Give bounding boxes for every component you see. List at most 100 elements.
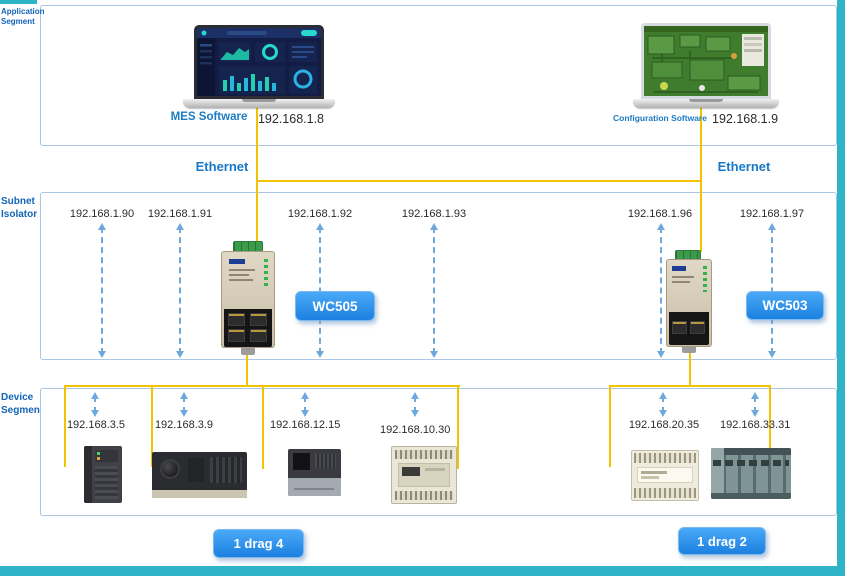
terminal-row-top xyxy=(395,450,453,459)
plc-terminal-unit-image xyxy=(631,450,699,501)
config-laptop-base xyxy=(633,99,779,108)
ethernet-trunk-line xyxy=(256,180,702,182)
device-text-line xyxy=(229,274,249,276)
device-ip-label-4: 192.168.10.30 xyxy=(380,424,451,436)
ethernet-port xyxy=(690,321,705,334)
device-ip-label-1: 192.168.3.5 xyxy=(66,419,126,431)
plc-rack-modules-image xyxy=(711,448,791,499)
mes-laptop-image xyxy=(183,25,335,111)
arrowhead-up-icon xyxy=(98,223,106,230)
plc-vents xyxy=(315,454,336,468)
subnet-link-3 xyxy=(316,223,324,358)
device-ip-label-3: 192.168.12.15 xyxy=(270,419,341,431)
mes-laptop-base xyxy=(183,99,335,108)
arrowhead-down-icon xyxy=(430,351,438,358)
config-to-wc503-line xyxy=(700,106,702,252)
wc503-drop-2 xyxy=(769,387,771,467)
dashed-line xyxy=(304,396,306,413)
arrowhead-down-icon xyxy=(411,410,419,417)
device-ip-label-6: 192.168.33.31 xyxy=(720,419,791,431)
arrowhead-down-icon xyxy=(659,410,667,417)
wc503-device-image xyxy=(666,250,712,353)
plc-compact-module-image xyxy=(288,449,341,496)
wc505-drop-3 xyxy=(262,387,264,469)
ethernet-port xyxy=(672,321,687,334)
arrowhead-down-icon xyxy=(768,351,776,358)
device-logo xyxy=(672,266,686,271)
led-column xyxy=(703,266,707,292)
arrowhead-up-icon xyxy=(657,223,665,230)
page-edge-right xyxy=(837,0,845,576)
plc-top-band xyxy=(711,448,791,455)
plc-base-rail xyxy=(152,490,247,498)
subnet-ip-label-6: 192.168.1.97 xyxy=(739,208,805,220)
mes-software-label: MES Software xyxy=(170,111,248,123)
arrowhead-down-icon xyxy=(301,410,309,417)
wc503-drop-1 xyxy=(609,387,611,467)
subnet-ip-label-2: 192.168.1.91 xyxy=(147,208,213,220)
ethernet-label-left: Ethernet xyxy=(195,159,249,174)
config-ip-label: 192.168.1.9 xyxy=(712,112,779,126)
wc503-badge: WC503 xyxy=(746,291,824,320)
dashed-line xyxy=(771,227,773,354)
laptop-notch xyxy=(689,99,723,102)
plc-label-line xyxy=(641,476,659,479)
plc-slot-row xyxy=(713,460,789,466)
wc505-downlink-stub xyxy=(246,352,248,387)
port-panel xyxy=(669,312,709,345)
laptop-notch xyxy=(242,99,276,102)
arrowhead-up-icon xyxy=(316,223,324,230)
device-text-line xyxy=(672,276,694,278)
arrowhead-up-icon xyxy=(430,223,438,230)
dashed-line xyxy=(319,227,321,354)
arrowhead-up-icon xyxy=(301,392,309,399)
wc505-drop-2 xyxy=(151,387,153,467)
arrowhead-up-icon xyxy=(411,392,419,399)
config-laptop-screen xyxy=(641,23,771,99)
led-green xyxy=(97,452,100,455)
config-software-label: Configuration Software xyxy=(613,113,707,123)
subnet-ip-label-1: 192.168.1.90 xyxy=(69,208,135,220)
arrowhead-down-icon xyxy=(316,351,324,358)
arrowhead-up-icon xyxy=(176,223,184,230)
dashed-line xyxy=(414,396,416,413)
dashed-line xyxy=(94,396,96,413)
device-link-4 xyxy=(411,392,419,417)
subnet-link-5 xyxy=(657,223,665,358)
ethernet-label-right: Ethernet xyxy=(717,159,771,174)
arrowhead-down-icon xyxy=(751,410,759,417)
device-ip-label-5: 192.168.20.35 xyxy=(628,419,700,431)
plc-front-panel xyxy=(637,467,693,483)
device-link-2 xyxy=(180,392,188,417)
device-ip-label-2: 192.168.3.9 xyxy=(154,419,214,431)
ethernet-port xyxy=(250,329,267,342)
plc-ivory-unit-image xyxy=(391,446,457,504)
subnet-link-2 xyxy=(176,223,184,358)
plc-vents xyxy=(210,457,242,483)
arrowhead-down-icon xyxy=(180,410,188,417)
device-text-line xyxy=(229,269,255,271)
led-column xyxy=(264,259,268,287)
arrowhead-down-icon xyxy=(98,351,106,358)
mes-laptop-screen xyxy=(194,25,324,99)
one-drag-four-badge: 1 drag 4 xyxy=(213,529,304,558)
arrowhead-up-icon xyxy=(180,392,188,399)
device-link-1 xyxy=(91,392,99,417)
square-connector xyxy=(293,453,310,470)
subnet-link-4 xyxy=(430,223,438,358)
ethernet-port xyxy=(228,313,245,326)
device-text-line xyxy=(229,279,253,281)
device-logo xyxy=(229,259,245,264)
wc505-badge: WC505 xyxy=(295,291,375,321)
terminal-row-top xyxy=(634,453,696,463)
page-edge-bottom xyxy=(0,566,845,576)
mes-ip-label: 192.168.1.8 xyxy=(257,112,325,126)
plc-module-row xyxy=(711,448,791,499)
one-drag-two-badge: 1 drag 2 xyxy=(678,527,766,555)
subnet-link-1 xyxy=(98,223,106,358)
device-link-5 xyxy=(659,392,667,417)
arrowhead-down-icon xyxy=(176,351,184,358)
plc-cpu-module xyxy=(711,448,724,499)
dashed-line xyxy=(433,227,435,354)
